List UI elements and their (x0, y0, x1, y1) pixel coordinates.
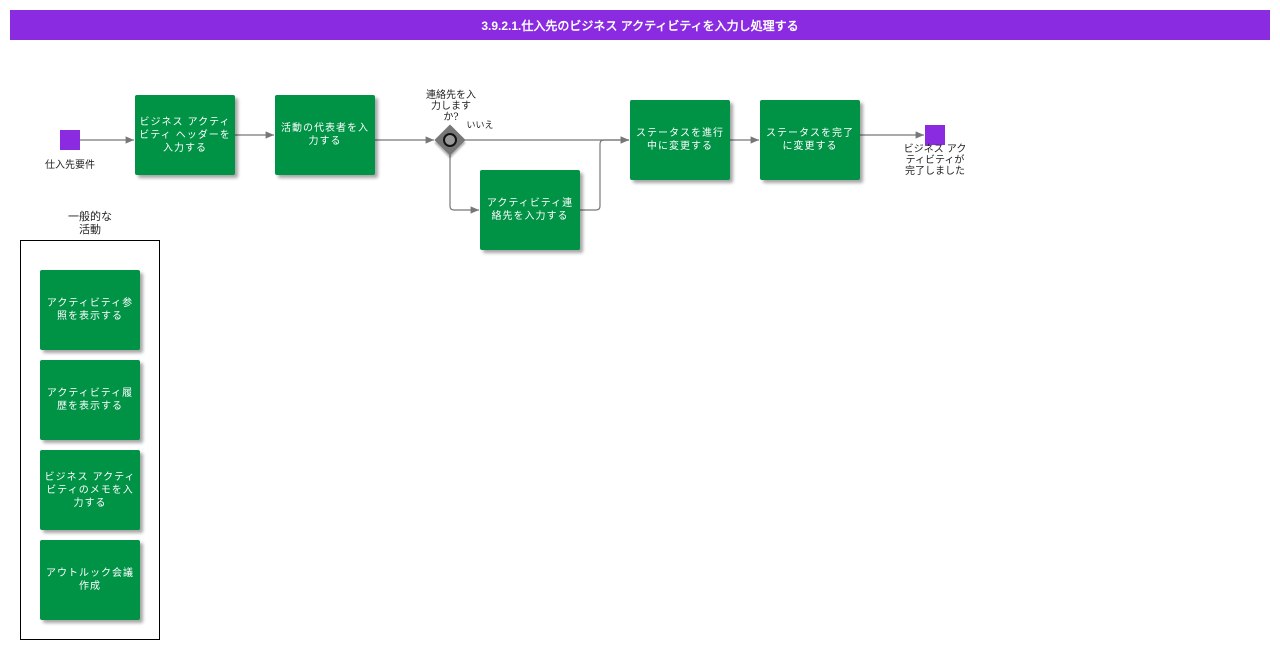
task-status-in-progress[interactable]: ステータスを進行中に変更する (630, 100, 730, 180)
gateway-question-label: 連絡先を入力しますか? (426, 90, 476, 123)
flow-gateway-to-contact (449, 152, 479, 214)
start-event-label: 仕入先要件 (45, 160, 95, 171)
task-enter-representative[interactable]: 活動の代表者を入力する (275, 95, 375, 175)
general-activities-group (20, 240, 160, 640)
end-event[interactable] (925, 125, 945, 145)
task-view-activity-reference[interactable]: アクティビティ参照を表示する (40, 270, 140, 350)
end-event-label: ビジネス アクティビティが完了しました (903, 144, 967, 177)
start-event[interactable] (60, 130, 80, 150)
task-create-outlook-meeting[interactable]: アウトルック会議作成 (40, 540, 140, 620)
gateway-no-label: いいえ (466, 121, 494, 131)
task-enter-activity-notes[interactable]: ビジネス アクティビティのメモを入力する (40, 450, 140, 530)
task-status-complete[interactable]: ステータスを完了に変更する (760, 100, 860, 180)
task-enter-contact[interactable]: アクティビティ連絡先を入力する (480, 170, 580, 250)
task-enter-header[interactable]: ビジネス アクティビティ ヘッダーを入力する (135, 95, 235, 175)
diagram-title: 3.9.2.1.仕入先のビジネス アクティビティを入力し処理する (10, 10, 1270, 40)
task-view-activity-history[interactable]: アクティビティ履歴を表示する (40, 360, 140, 440)
gateway-ring-icon (443, 133, 457, 147)
general-activities-label: 一般的な活動 (68, 210, 112, 236)
flow-contact-to-status (580, 136, 629, 211)
